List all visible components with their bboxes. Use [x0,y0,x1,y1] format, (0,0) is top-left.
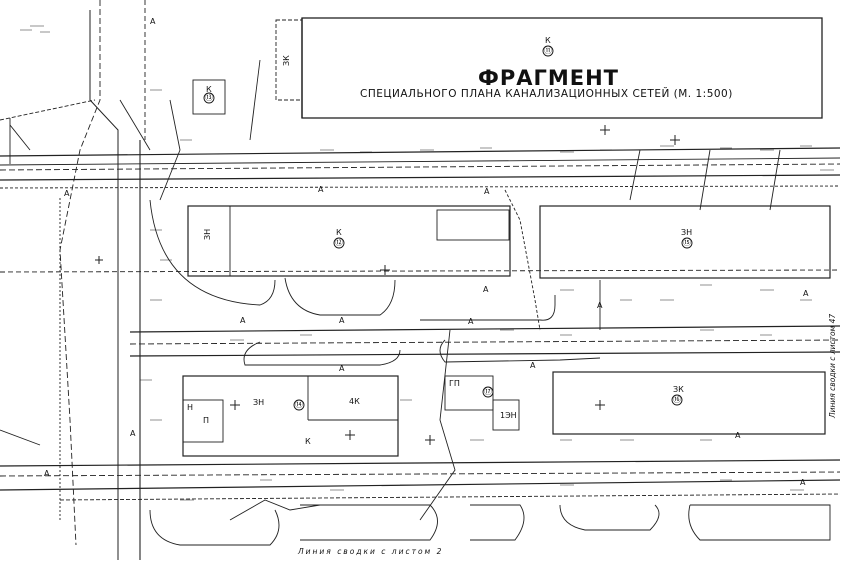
area-mark: А [803,289,809,298]
map-subtitle: СПЕЦИАЛЬНОГО ПЛАНА КАНАЛИЗАЦИОННЫХ СЕТЕЙ… [360,88,733,100]
building-14-d: Н [187,403,194,412]
area-mark: А [800,478,806,487]
building-16-type: ЗК [673,385,684,394]
area-mark: А [483,285,489,294]
building-16-number: ⑯ [673,395,681,404]
building-11-type: К [545,36,551,45]
area-mark: А [339,364,345,373]
building-15-outline [539,205,831,279]
area-mark: А [240,316,246,325]
annex-zk [275,19,303,101]
map-title: ФРАГМЕНТ [478,66,619,90]
area-mark: А [597,301,603,310]
building-14-e: П [203,416,210,425]
building-14-number: ⑭ [295,400,303,409]
building-17-number: ⑰ [484,387,492,396]
bottom-joint-note: Линия сводки с листом 2 [298,547,444,556]
area-mark: А [150,17,156,26]
building-17-b: 1ЭН [500,411,517,420]
building-14-b: 4К [349,397,360,406]
annex-zk-label: ЗК [282,55,291,66]
building-14-outline [182,375,399,457]
area-mark: А [64,189,70,198]
building-14-c: К [305,437,311,446]
area-mark: А [318,185,324,194]
area-mark: А [484,187,490,196]
building-13-type: К [206,85,212,94]
building-12-type: К [336,228,342,237]
building-15-type: ЗН [681,228,693,237]
building-12-number: ⑫ [335,238,343,247]
area-mark: А [530,361,536,370]
building-13-outline [192,79,226,115]
area-mark: А [468,317,474,326]
area-mark: А [44,469,50,478]
building-17-a: ГП [449,379,460,388]
building-16-outline [552,371,826,435]
building-14-a: ЗН [253,398,265,407]
area-mark: А [339,316,345,325]
building-13-number: ⑬ [205,93,213,102]
side-joint-note: Линия сводки с листом 47 [828,313,837,418]
building-12-outline [187,205,511,277]
building-11-number: ⑪ [544,46,552,55]
building-12-annex: ЗН [203,228,212,240]
building-15-number: ⑮ [683,238,691,247]
area-mark: А [735,431,741,440]
area-mark: А [130,429,136,438]
